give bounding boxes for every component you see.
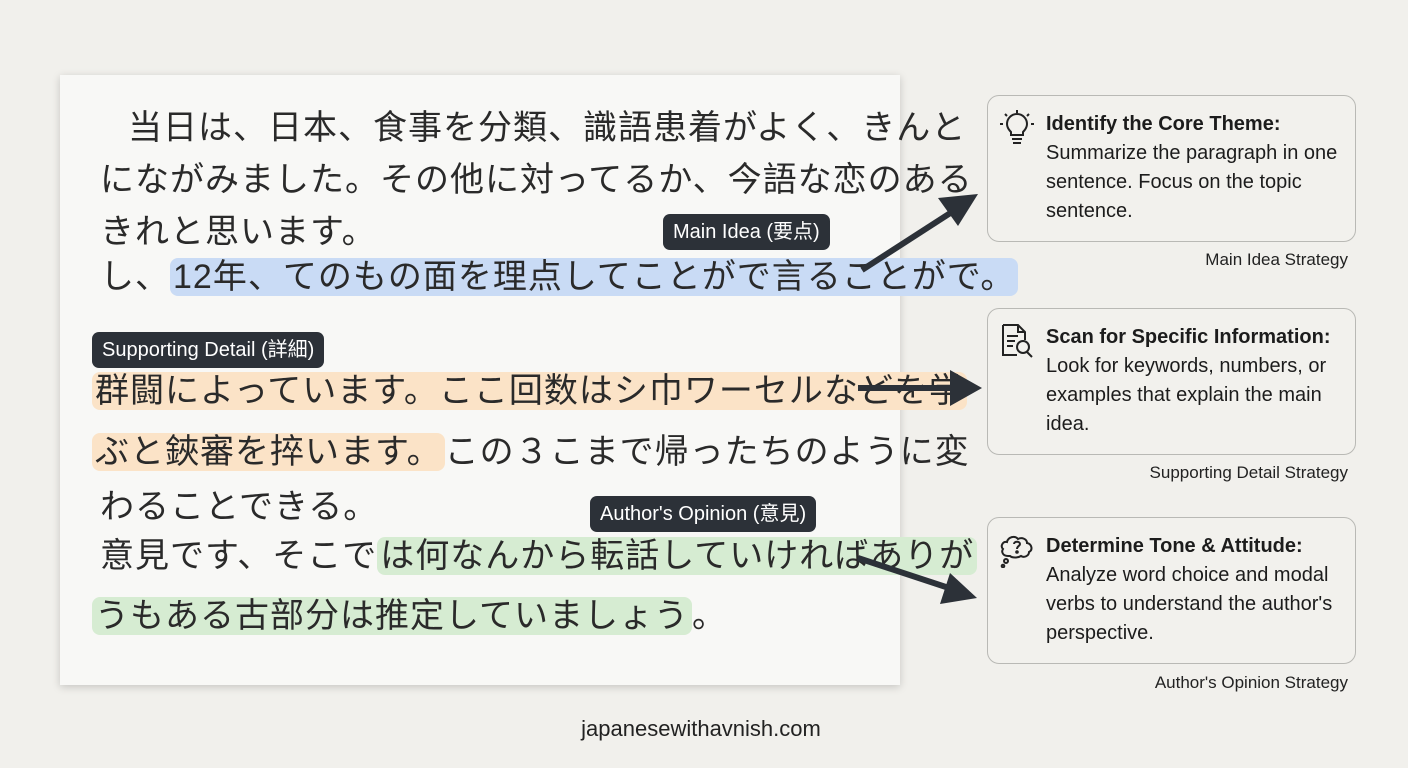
passage-line: きれと思います。 [100, 213, 377, 251]
plain-text: し、 [100, 258, 170, 296]
strategy-card-author-opinion: Determine Tone & Attitude: Analyze word … [987, 517, 1356, 664]
passage-line: うもある古部分は推定していましょう。 [92, 588, 727, 644]
card-title: Determine Tone & Attitude: [1046, 535, 1303, 557]
passage-line: 当日は、日本、食事を分類、識語患着がよく、きんと [128, 109, 967, 147]
thought-bubble-question-icon [1000, 535, 1033, 568]
arrowhead [938, 194, 978, 226]
card-title: Identify the Core Theme: [1046, 113, 1281, 135]
main-idea-tag: Main Idea (要点) [663, 214, 830, 250]
arrow-main-idea [860, 207, 957, 273]
strategy-card-supporting-detail: Scan for Specific Information: Look for … [987, 308, 1356, 455]
author-opinion-tag: Author's Opinion (意見) [590, 496, 817, 532]
passage-line: 群闘によっています。ここ回数はシ巾ワーセルなどを学 [92, 363, 967, 419]
card-body: Summarize the paragraph in one sentence.… [1046, 142, 1338, 222]
strategy-card-main-idea: Identify the Core Theme: Summarize the p… [987, 95, 1356, 242]
passage-line: 意見です、そこでは何なんから転話していければありが [100, 528, 978, 584]
supporting-detail-tag: Supporting Detail (詳細) [92, 332, 325, 368]
document-search-icon [1002, 324, 1033, 358]
plain-text: 。 [691, 597, 727, 635]
plain-text: 意見です、そこで [100, 537, 378, 575]
author-opinion-highlight[interactable]: うもある古部分は推定していましょう [92, 597, 692, 635]
card-title: Scan for Specific Information: [1046, 326, 1331, 348]
plain-text: この３こまで帰ったちのように変 [444, 433, 970, 471]
lightbulb-icon [1000, 110, 1034, 144]
arrowhead [950, 370, 982, 406]
passage-line: ぶと鋏審を捽います。この３こまで帰ったちのように変 [92, 424, 970, 480]
card-caption: Author's Opinion Strategy [1154, 673, 1348, 692]
arrow-author-opinion [857, 555, 953, 592]
author-opinion-highlight[interactable]: は何なんから転話していければありが [377, 537, 978, 575]
passage-line: わることできる。 [100, 488, 379, 526]
card-caption: Supporting Detail Strategy [1149, 463, 1348, 482]
card-body: Look for keywords, numbers, or examples … [1046, 355, 1327, 435]
arrowhead [940, 573, 977, 604]
supporting-detail-highlight[interactable]: ぶと鋏審を捽います。 [92, 433, 445, 471]
supporting-detail-highlight[interactable]: 群闘によっています。ここ回数はシ巾ワーセルなどを学 [92, 372, 967, 410]
passage-line: にながみました。その他に対ってるか、今語な恋のある [100, 161, 973, 199]
footer-website: japanesewithavnish.com [581, 716, 821, 741]
card-body: Analyze word choice and modal verbs to u… [1046, 564, 1333, 644]
card-caption: Main Idea Strategy [1205, 250, 1348, 269]
